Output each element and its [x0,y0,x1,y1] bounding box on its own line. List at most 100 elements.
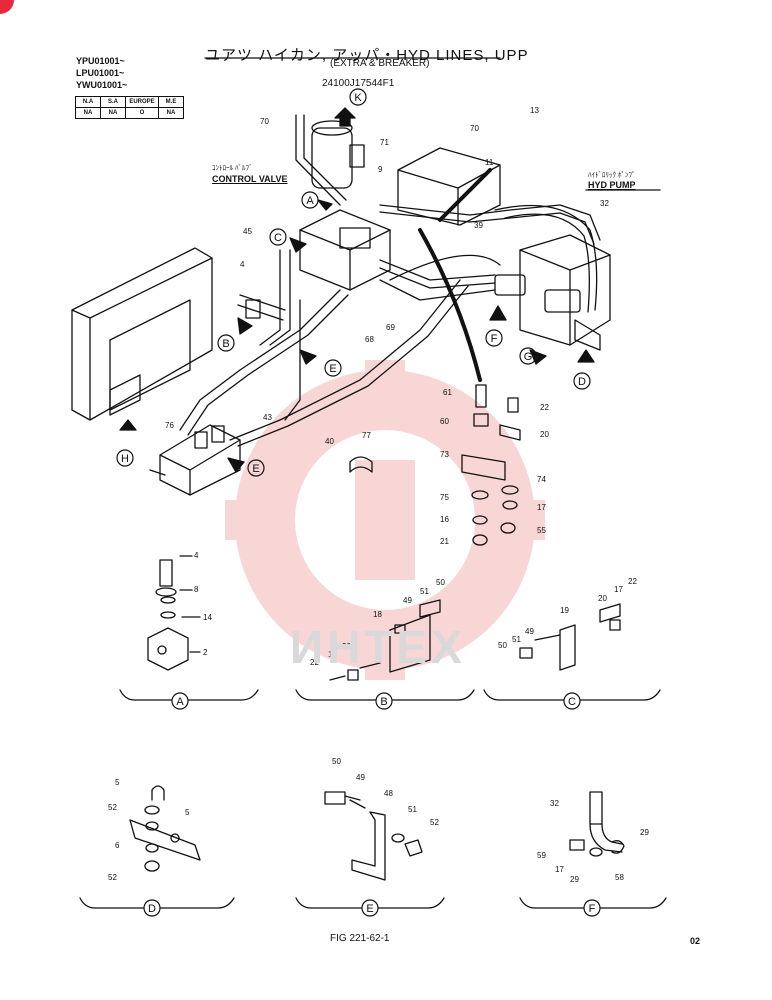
diagram-title: ユアツ ハイカン, アッパ・HYD LINES, UPP [205,47,529,64]
part-label: 8 [194,585,199,594]
spec-value: O [125,107,159,119]
part-number: 24100J17544F1 [322,78,395,89]
part-label: 52 [108,803,117,812]
hydraulic-lines [179,168,601,447]
part-label: 22 [310,658,319,667]
serial-3: YWU01001~ [76,80,128,90]
part-label: 70 [470,124,479,133]
hardware-stack [349,384,521,546]
callout-j: H [116,449,134,467]
detail-d-drawing [129,785,201,872]
part-label: 60 [440,417,449,426]
part-label: 71 [380,138,389,147]
part-label: 68 [365,335,374,344]
part-label: 51 [512,635,521,644]
part-label: 16 [440,515,449,524]
part-label: 5 [115,778,120,787]
part-label: 32 [550,799,559,808]
part-label: 49 [403,596,412,605]
serial-1: YPU01001~ [76,56,125,66]
part-label: 52 [108,873,117,882]
part-label: 11 [485,158,494,167]
part-label: 51 [420,587,429,596]
svg-text:H: H [121,453,129,465]
callout-a: A [301,191,319,209]
control-valve-label-jp: ｺﾝﾄﾛｰﾙ ﾊﾞﾙﾌﾞ [212,165,253,172]
svg-text:E: E [366,903,373,915]
hyd-pump-label: HYD PUMP [588,180,636,190]
hyd-pump-label-jp: ﾊｲﾄﾞﾛﾘｯｸ ﾎﾟﾝﾌﾟ [588,172,636,179]
part-label: 55 [537,526,546,535]
part-label: 20 [342,642,351,651]
serial-2: LPU01001~ [76,68,125,78]
svg-text:C: C [274,232,282,244]
callout-f: F [485,329,503,347]
part-label: 73 [440,450,449,459]
part-label: 49 [356,773,365,782]
control-valve-panel [71,247,213,421]
callout-b: B [217,334,235,352]
part-label: 17 [537,503,546,512]
svg-text:B: B [380,696,387,708]
svg-text:C: C [568,696,576,708]
part-label: 29 [570,875,579,884]
part-label: 43 [263,413,272,422]
callout-c: C [269,228,287,246]
detail-b-label: B [375,692,393,710]
part-label: 17 [555,865,564,874]
part-label: 13 [530,106,539,115]
part-label: 50 [498,641,507,650]
part-label: 29 [640,828,649,837]
svg-text:F: F [491,333,498,345]
part-label: 4 [194,551,199,560]
detail-d-label: D [143,899,161,917]
part-label: 4 [240,260,245,269]
part-label: 70 [260,117,269,126]
part-label: 9 [378,165,383,174]
lower-valve [149,424,241,496]
part-label: 2 [203,648,208,657]
part-label: 39 [474,221,483,230]
part-label: 20 [540,430,549,439]
watermark-text: ИНТЕХ [290,621,466,673]
part-label: 58 [615,873,624,882]
region-spec-table: N.A S.A EUROPE M.E NA NA O NA [75,96,184,119]
part-label: 69 [386,323,395,332]
svg-text:F: F [589,903,596,915]
svg-text:E: E [329,363,336,375]
part-label: 49 [525,627,534,636]
part-label: 45 [243,227,252,236]
part-number-labels: 70 71 9 13 70 11 32 39 45 4 68 69 76 43 … [108,106,649,884]
callout-g: E [247,459,265,477]
part-label: 20 [598,594,607,603]
callout-h: G [519,347,537,365]
detail-a-bracket [119,689,259,701]
diagram-subtitle: (EXTRA & BREAKER) [330,58,430,69]
svg-text:A: A [176,696,184,708]
part-label: 32 [600,199,609,208]
valve-assembly [295,114,391,291]
part-label: 17 [328,650,337,659]
detail-e-drawing [324,791,423,881]
part-label: 21 [440,537,449,546]
part-label: 48 [384,789,393,798]
spec-value: NA [158,107,184,119]
callout-d: D [573,372,591,390]
detail-a-drawing [147,555,201,671]
detail-b-drawing [329,599,441,681]
detail-a-label: A [171,692,189,710]
part-label: 6 [115,841,120,850]
detail-c-label: C [563,692,581,710]
svg-text:B: B [222,338,229,350]
part-label: 50 [436,578,445,587]
detail-f-label: F [583,899,601,917]
spec-value: NA [100,107,126,119]
part-label: 22 [628,577,637,586]
part-label: 74 [537,475,546,484]
part-label: 75 [440,493,449,502]
svg-text:G: G [524,351,533,363]
callout-e: E [324,359,342,377]
watermark-logo [225,360,545,680]
part-label: 51 [408,805,417,814]
